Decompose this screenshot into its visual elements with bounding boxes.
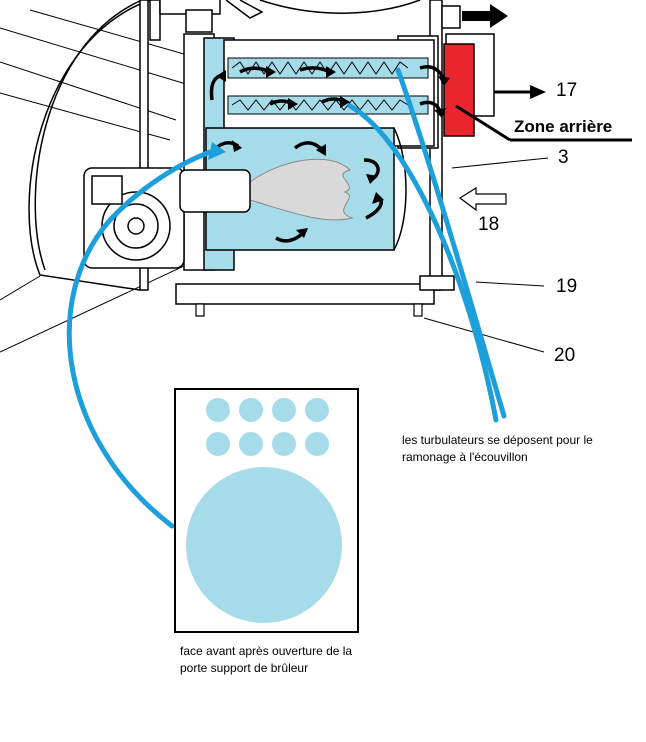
outlet-arrows <box>458 4 546 212</box>
front-face-panel <box>174 388 359 633</box>
label-3: 3 <box>558 147 569 168</box>
hole <box>305 398 329 422</box>
outlet-17-arrowhead <box>530 85 546 99</box>
hole <box>305 432 329 456</box>
front-face-note: face avant après ouverture de la porte s… <box>180 644 353 675</box>
right-leader-lines <box>423 104 632 353</box>
small-holes <box>206 398 329 456</box>
inlet-18-arrow <box>458 186 507 212</box>
label-17: 17 <box>556 80 578 101</box>
hole <box>206 432 230 456</box>
rear-zone-block <box>443 43 475 137</box>
front-face-holes <box>186 398 342 623</box>
boiler-feet <box>195 303 423 317</box>
turbulators-note: les turbulateurs se déposent pour le ram… <box>402 433 593 464</box>
highlight-curves <box>66 67 507 529</box>
flow-arrowheads <box>216 66 450 238</box>
label-18: 18 <box>478 214 500 235</box>
label-19: 19 <box>556 276 578 297</box>
hole <box>239 432 263 456</box>
burner-flame <box>249 158 354 221</box>
top-fittings <box>159 0 421 33</box>
hole <box>239 398 263 422</box>
label-20: 20 <box>554 345 576 366</box>
turbulator-pointer-a <box>395 67 507 419</box>
hole <box>272 398 296 422</box>
flue-gas-arrow <box>462 4 508 28</box>
hole <box>272 432 296 456</box>
boiler-casing <box>28 0 161 291</box>
turbulator-pointer-b <box>347 103 499 423</box>
burner-door-arrowhead <box>208 142 226 160</box>
burner-door-pointer <box>66 147 219 529</box>
hole <box>206 398 230 422</box>
burner-opening <box>186 467 342 623</box>
label-zone-arriere: Zone arrière <box>514 117 613 136</box>
